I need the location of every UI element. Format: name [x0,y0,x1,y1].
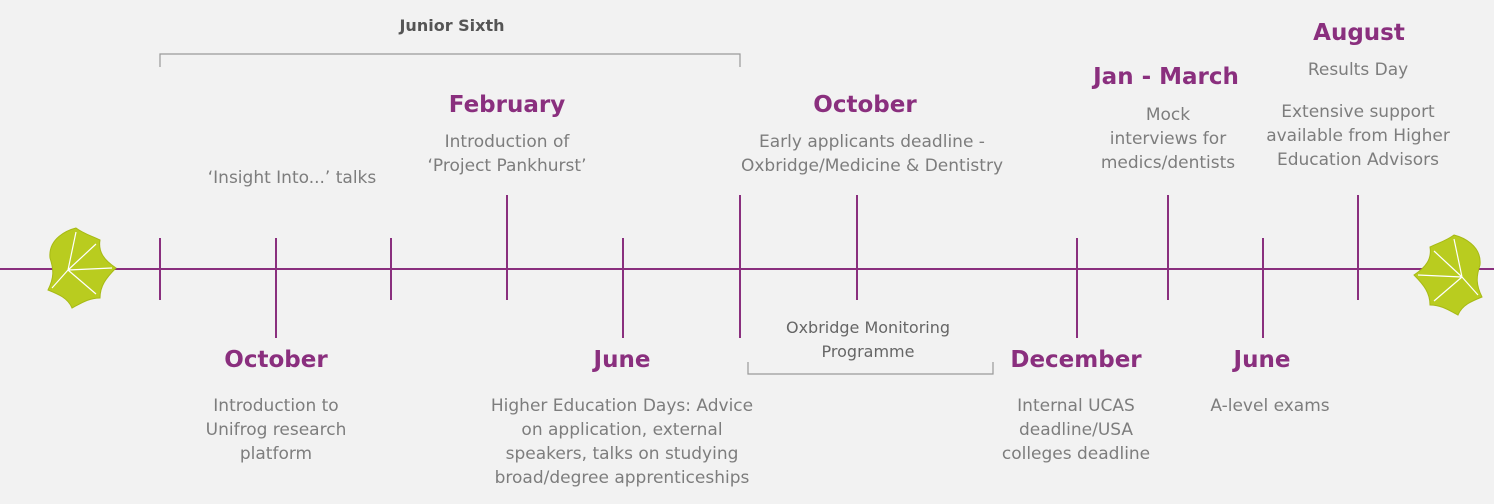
event-line: A-level exams [1210,396,1330,416]
event-description: Introduction of ‘Project Pankhurst’ [428,130,587,178]
ivy-leaf-left-veins-icon [51,231,113,295]
event-line: Mock [1145,105,1191,125]
oxbridge-monitoring-bracket [747,362,994,375]
oxbridge-monitoring-line-1: Oxbridge Monitoring [785,318,951,337]
event-month: August [1313,20,1405,46]
event-line: platform [239,444,313,464]
event-description: Internal UCAS deadline/USA colleges dead… [1002,394,1150,466]
event-line: Results Day [1307,60,1409,80]
event-description: Early applicants deadline - Oxbridge/Med… [741,130,1003,178]
event-line: colleges deadline [1001,444,1151,464]
event-line: ‘Insight Into...’ talks [207,168,377,188]
junior-sixth-label: Junior Sixth [399,16,505,35]
event-month: June [1233,347,1291,373]
event-month: October [224,347,328,373]
event-month: February [448,92,566,118]
event-line: Internal UCAS [1017,396,1135,416]
event-line: Introduction of [444,132,570,152]
event-line [1266,82,1450,100]
ivy-leaf-left-icon [47,227,117,309]
event-line: ‘Project Pankhurst’ [427,156,587,176]
event-line: on application, external [521,420,723,440]
event-month: December [1010,347,1142,373]
event-line: medics/dentists [1100,153,1236,173]
event-line: Early applicants deadline - [759,132,985,152]
event-line: Oxbridge/Medicine & Dentistry [740,156,1004,176]
event-month: October [813,92,917,118]
event-line: speakers, talks on studying [505,444,739,464]
event-description: Introduction to Unifrog research platfor… [206,394,347,466]
event-line: available from Higher [1266,126,1450,146]
event-line: Introduction to [213,396,339,416]
event-line: broad/degree apprenticeships [494,468,750,488]
ivy-leaf-right-veins-icon [1417,238,1479,302]
event-description: Higher Education Days: Advice on applica… [491,394,753,490]
event-line: Higher Education Days: Advice [490,396,754,416]
event-line: Education Advisors [1276,150,1440,170]
event-description: A-level exams [1210,394,1329,418]
event-month: June [593,347,651,373]
ivy-leaf-right-icon [1413,234,1483,316]
event-line: Extensive support [1281,102,1435,122]
event-line: deadline/USA [1018,420,1134,440]
oxbridge-monitoring-label: Oxbridge Monitoring Programme [786,316,950,364]
event-description: Results Day Extensive support available … [1266,58,1450,172]
junior-sixth-bracket [159,53,741,67]
event-description: Mock interviews for medics/dentists [1101,103,1235,175]
event-description: ‘Insight Into...’ talks [208,166,377,190]
event-month: Jan - March [1093,64,1239,90]
oxbridge-monitoring-line-2: Programme [821,342,915,361]
event-line: interviews for [1109,129,1227,149]
event-line: Unifrog research [205,420,347,440]
